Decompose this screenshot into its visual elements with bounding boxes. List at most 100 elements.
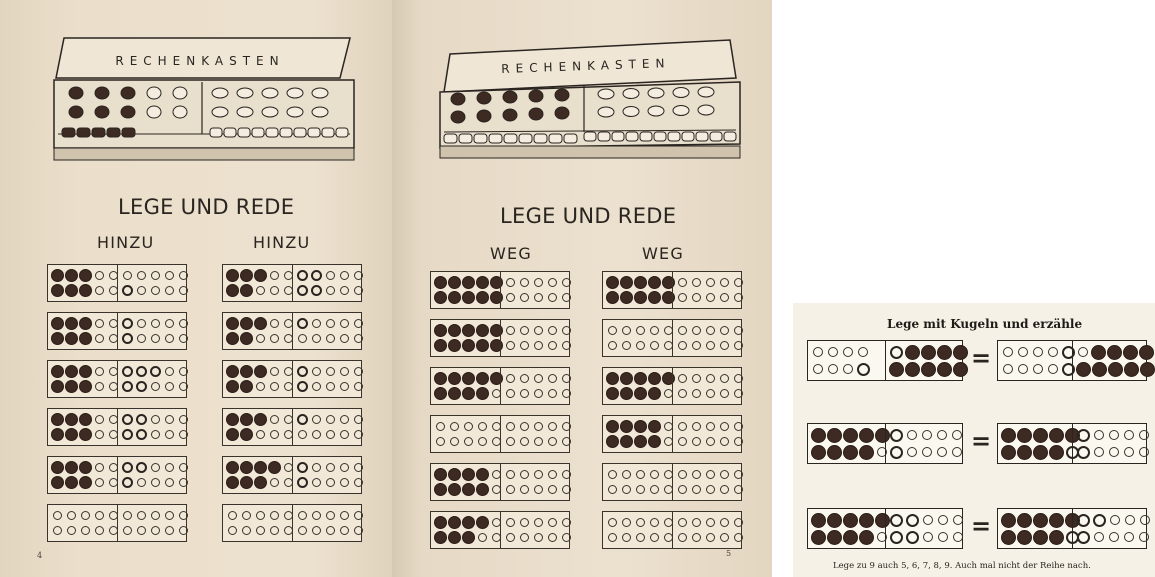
empty-bead [622,533,631,542]
filled-bead [503,91,517,103]
card-left-half [431,512,500,548]
bead-card [430,463,570,501]
empty-bead [256,382,265,391]
filled-bead [859,428,874,443]
filled-bead [254,476,267,489]
bead-row [1076,428,1151,443]
empty-bead [678,293,687,302]
empty-bead [636,470,645,479]
left-book-page: RECHENKASTEN LEGE UND REDE HINZU HINZU 4 [0,0,392,577]
empty-bead [734,533,743,542]
filled-bead [1049,513,1064,528]
filled-bead [1017,445,1032,460]
empty-bead [734,470,743,479]
empty-bead [922,447,932,457]
empty-bead [151,271,160,280]
empty-bead [952,430,962,440]
filled-bead [1017,530,1032,545]
filled-bead [476,291,489,304]
empty-bead [534,437,543,446]
filled-bead [65,476,78,489]
card-right-half [1072,509,1146,548]
empty-bead [137,334,146,343]
bead-row [434,531,503,544]
worksheet-title: Lege mit Kugeln und erzähle [887,317,1082,331]
empty-bead [668,132,680,141]
page-number: 4 [37,551,42,560]
bold-ring-bead [297,462,308,473]
empty-bead [608,326,617,335]
empty-bead [326,478,335,487]
empty-bead [678,278,687,287]
filled-bead [476,387,489,400]
empty-bead [678,533,687,542]
empty-bead [506,518,515,527]
empty-bead [312,319,321,328]
filled-bead [606,435,619,448]
empty-bead [520,437,529,446]
bold-ring-bead [906,531,919,544]
empty-bead [95,334,104,343]
empty-bead [1109,532,1119,542]
empty-bead [1033,364,1043,374]
bold-ring-bead [122,333,133,344]
empty-bead [622,326,631,335]
filled-bead [859,530,874,545]
empty-bead [270,367,279,376]
bead-row [606,468,675,481]
bead-row [434,420,503,433]
bead-card [47,504,187,542]
empty-bead [506,422,515,431]
empty-bead [598,89,614,99]
empty-bead [636,518,645,527]
empty-bead [520,518,529,527]
card-left-half [998,424,1072,463]
empty-bead [256,430,265,439]
empty-bead [326,430,335,439]
filled-bead [648,276,661,289]
bead-row [296,317,365,330]
empty-bead [548,326,557,335]
empty-bead [734,485,743,494]
empty-bead [534,485,543,494]
bold-ring-bead [122,366,133,377]
filled-bead [620,276,633,289]
filled-bead [51,380,64,393]
empty-bead [179,271,188,280]
empty-bead [520,389,529,398]
empty-bead [678,374,687,383]
empty-bead [678,341,687,350]
bold-ring-bead [297,381,308,392]
empty-bead [706,341,715,350]
empty-bead [326,334,335,343]
filled-bead [240,428,253,441]
empty-bead [1033,347,1043,357]
filled-bead [827,428,842,443]
card-left-half [808,341,885,380]
empty-bead [584,132,596,141]
empty-bead [179,526,188,535]
filled-bead [462,339,475,352]
card-left-half [48,409,117,445]
bead-row [226,428,295,441]
bead-row [121,269,190,282]
bead-row [434,291,503,304]
bold-ring-bead [122,429,133,440]
bead-card [222,408,362,446]
bead-row [1001,445,1080,460]
empty-bead [340,478,349,487]
empty-bead [270,415,279,424]
empty-bead [256,511,265,520]
empty-bead [238,128,250,137]
bead-row [51,524,120,537]
empty-bead [673,88,689,98]
bead-row [226,413,295,426]
empty-bead [312,526,321,535]
filled-bead [226,284,239,297]
empty-bead [312,415,321,424]
empty-bead [340,286,349,295]
filled-bead [69,87,83,99]
empty-bead [623,89,639,99]
empty-bead [562,533,571,542]
empty-bead [692,278,701,287]
